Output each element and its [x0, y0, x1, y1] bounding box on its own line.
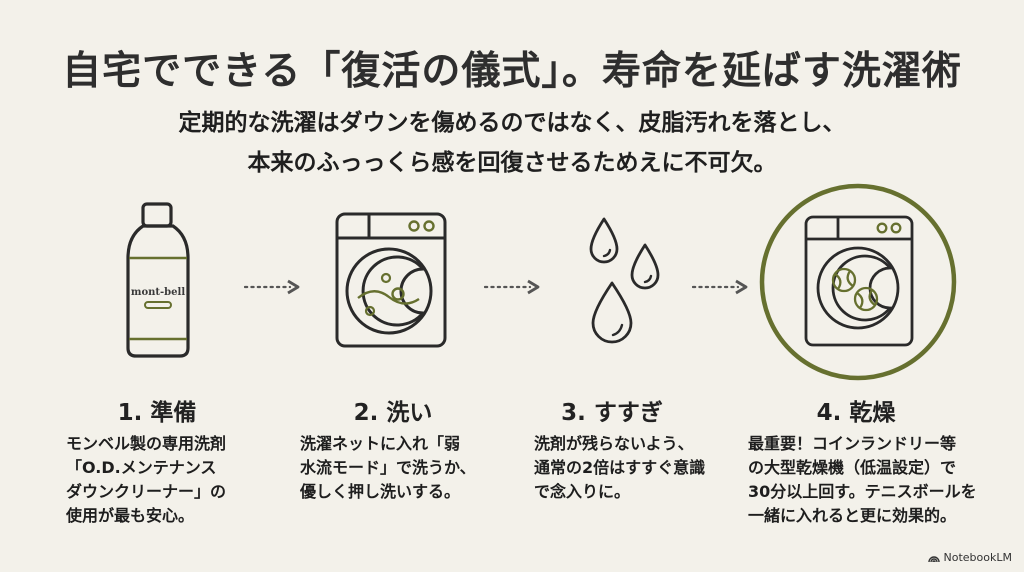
notebooklm-logo-icon — [927, 555, 940, 562]
notebooklm-watermark: NotebookLM — [927, 551, 1012, 564]
washing-machine-icon — [335, 212, 447, 348]
detergent-bottle-icon: mont-bell — [126, 202, 190, 358]
step-1-description: モンベル製の専用洗剤 「O.D.メンテナンス ダウンクリーナー」の 使用が最も安… — [66, 434, 227, 525]
brand-label: NotebookLM — [943, 551, 1012, 564]
subtitle-line-2: 本来のふっっくら感を回復させるためえに不可欠。 — [247, 150, 777, 176]
step-3-description: 洗剤が残らないよう、 通常の2倍はすすぐ意識 で念入りに。 — [534, 434, 706, 501]
step-4-description: 最重要！コインランドリー等 の大型乾燥機（低温設定）で 30分以上回す。テニスボ… — [748, 434, 977, 525]
step-1-title: 1. 準備 — [117, 400, 197, 426]
bottle-label: mont-bell — [131, 287, 185, 298]
subtitle-line-1: 定期的な洗濯はダウンを傷めるのではなく、皮脂汚れを落とし、 — [178, 110, 846, 136]
arrow-right-icon — [484, 279, 540, 295]
step-2-description: 洗濯ネットに入れ「弱 水流モード」で洗うか、 優しく押し洗いする。 — [300, 434, 476, 501]
step-3-title: 3. すすぎ — [561, 400, 663, 426]
water-drops-icon — [589, 217, 660, 344]
dryer-with-tennis-balls-icon — [759, 183, 957, 381]
page-title: 自宅でできる「復活の儀式」。寿命を延ばす洗濯術 — [62, 49, 962, 94]
step-2-title: 2. 洗い — [353, 400, 433, 426]
step-4-title: 4. 乾燥 — [816, 400, 896, 426]
arrow-right-icon — [692, 279, 748, 295]
arrow-right-icon — [244, 279, 300, 295]
